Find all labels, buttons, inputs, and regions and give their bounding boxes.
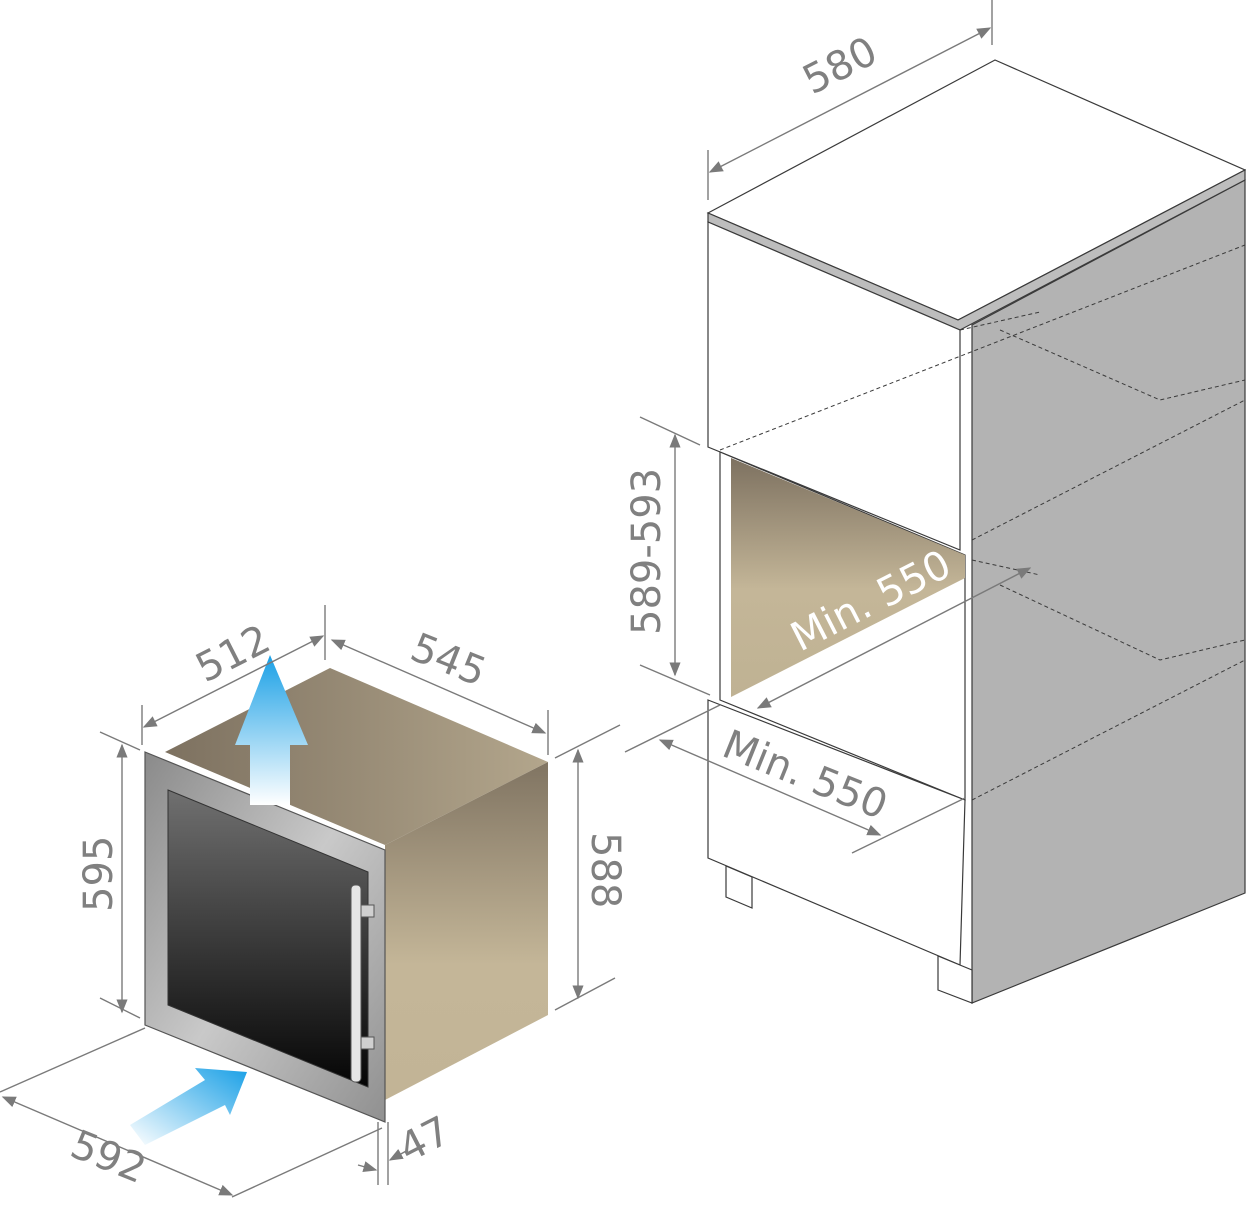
cabinet-foot-right — [937, 955, 973, 1004]
cabinet — [706, 59, 1246, 1004]
dimension-595: 595 — [76, 731, 141, 1019]
appliance-side — [385, 762, 548, 1100]
dimension-label: 589-593 — [624, 468, 670, 635]
dimension-588: 588 — [554, 724, 628, 1011]
dimension-label: 588 — [582, 832, 628, 908]
door-handle — [350, 884, 362, 1083]
cabinet-foot-left — [725, 865, 753, 909]
appliance-glass — [167, 789, 369, 1088]
dimension-label: 580 — [796, 28, 885, 104]
dimension-label: 545 — [404, 625, 492, 696]
airflow-in-arrow-icon — [130, 1068, 247, 1145]
dimension-589-593: 589-593 — [624, 416, 711, 696]
dimension-label: 595 — [76, 836, 122, 912]
dimension-label: 47 — [392, 1108, 458, 1172]
dimension-47: 47 — [357, 1108, 458, 1185]
airflow-out-arrow-icon — [235, 655, 308, 805]
cabinet-upper-front — [707, 221, 961, 551]
wine-cooler — [144, 668, 548, 1123]
